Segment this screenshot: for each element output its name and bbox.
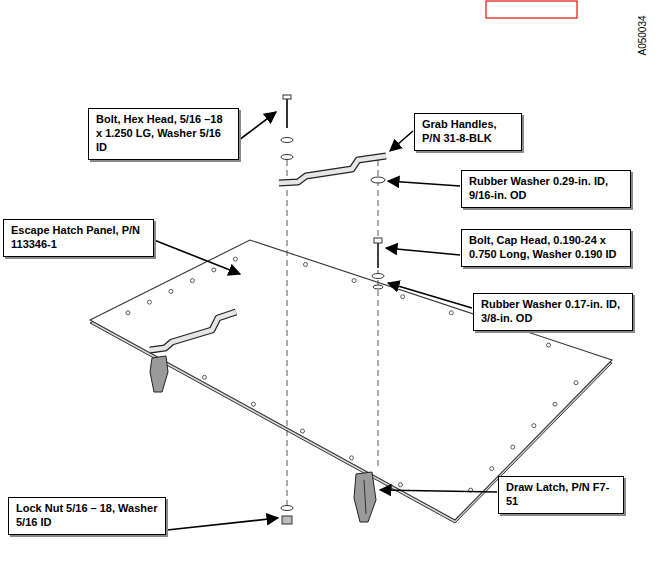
draw-latch (150, 356, 376, 522)
panel-hole (233, 257, 237, 261)
rubber-washer (371, 177, 385, 183)
panel-hole (350, 456, 354, 460)
panel-hole (399, 483, 403, 487)
hex-bolt (281, 95, 293, 160)
panel-hole (169, 289, 173, 293)
red-frame (486, 1, 577, 18)
panel-hole (574, 381, 578, 385)
axis-line (287, 160, 288, 505)
cap-bolt (372, 238, 384, 289)
panel-hole (449, 311, 453, 315)
lock-nut (281, 506, 293, 525)
panel-hole (190, 279, 194, 283)
panel-hole (300, 429, 304, 433)
part-callout: Escape Hatch Panel, P/N 113346-1 (3, 219, 154, 257)
part-callout: Grab Handles, P/N 31-8-BLK (414, 113, 522, 151)
drawing-number: A050034 (637, 6, 648, 66)
panel-hole (547, 343, 551, 347)
leader-lines (154, 112, 497, 530)
panel-hole (511, 445, 515, 449)
panel-hole (532, 424, 536, 428)
part-callout: Bolt, Cap Head, 0.190-24 x 0.750 Long, W… (461, 229, 631, 267)
callout-text: Draw Latch, P/N F7-51 (506, 481, 616, 509)
grab-handle (279, 156, 386, 183)
panel-hole (352, 279, 356, 283)
panel-hole (126, 311, 130, 315)
axis-line (378, 160, 379, 470)
callout-text: Escape Hatch Panel, P/N 113346-1 (11, 224, 146, 252)
callout-text: Grab Handles, P/N 31-8-BLK (422, 118, 514, 146)
panel-hole (303, 263, 307, 267)
part-callout: Lock Nut 5/16 – 18, Washer 5/16 ID (8, 497, 166, 535)
grab-handle (150, 312, 236, 350)
callout-text: Rubber Washer 0.29-in. ID, 9/16-in. OD (469, 175, 623, 203)
panel-hole (147, 300, 151, 304)
part-callout: Rubber Washer 0.29-in. ID, 9/16-in. OD (461, 170, 631, 208)
panel-hole (490, 467, 494, 471)
panel-hole (202, 375, 206, 379)
callout-text: Lock Nut 5/16 – 18, Washer 5/16 ID (16, 502, 158, 530)
panel-hole (553, 402, 557, 406)
part-callout: Draw Latch, P/N F7-51 (498, 476, 624, 514)
panel-hole (251, 402, 255, 406)
part-callout: Rubber Washer 0.17-in. ID, 3/8-in. OD (473, 293, 633, 331)
callout-text: Rubber Washer 0.17-in. ID, 3/8-in. OD (481, 298, 625, 326)
callout-text: Bolt, Hex Head, 5/16 –18 x 1.250 LG, Was… (96, 113, 231, 154)
panel-hole (212, 268, 216, 272)
callout-text: Bolt, Cap Head, 0.190-24 x 0.750 Long, W… (469, 234, 623, 262)
panel-hole (401, 295, 405, 299)
part-callout: Bolt, Hex Head, 5/16 –18 x 1.250 LG, Was… (88, 108, 239, 160)
